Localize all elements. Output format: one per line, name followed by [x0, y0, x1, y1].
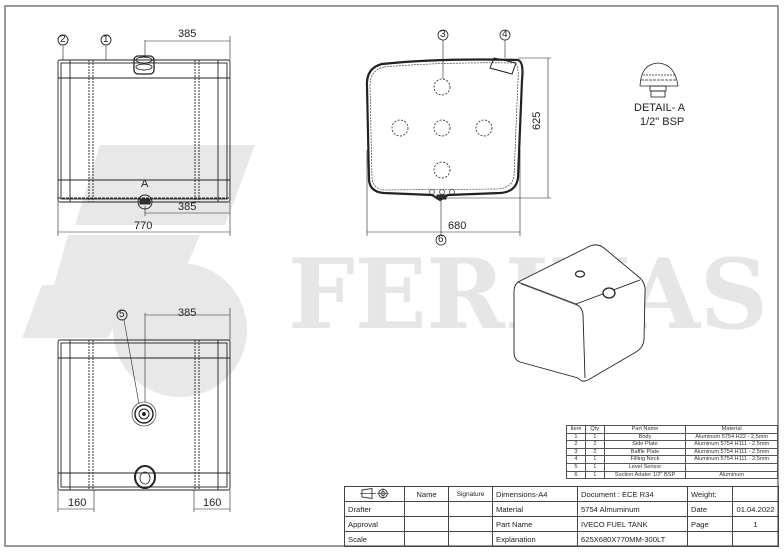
page-label: Page [687, 516, 733, 532]
name-header: Name [404, 486, 449, 502]
header-qty: Qty [584, 425, 605, 434]
signature-header: Signature [448, 486, 493, 502]
page-value: 1 [732, 516, 779, 532]
part-name-label: Part Name [492, 516, 578, 532]
callout-1: 1 [103, 34, 109, 45]
cell-item: 6 [566, 470, 586, 480]
document-label: Document : ECE R34 [577, 486, 688, 502]
scale-name [404, 531, 449, 547]
explanation-value: 625X680X770MM-300LT [577, 531, 688, 547]
cell-material: Aluminum 5754 H111 - 2,5mm [685, 447, 778, 457]
callout-5: 5 [119, 309, 125, 320]
approval-label: Approval [344, 516, 405, 532]
cell-part-name: Body [603, 432, 687, 442]
date-value: 01.04.2022 [732, 501, 779, 517]
parts-table: Item Qty Part Name Material 1 1 Body Alu… [566, 425, 778, 480]
detail-a-drawing [639, 62, 679, 98]
cell-part-name: Side Plate [603, 440, 687, 449]
cell-item: 2 [566, 440, 586, 449]
parts-table-header: Item Qty Part Name Material [566, 425, 778, 434]
cell-qty: 1 [584, 462, 605, 472]
cell-qty: 1 [584, 455, 605, 464]
callout-6: 6 [438, 234, 444, 245]
part-name-value: IVECO FUEL TANK [577, 516, 688, 532]
cell-material: Aluminum 5754 H111 - 2,5mm [685, 455, 778, 464]
title-block: Name Signature Dimensions-A4 Document : … [344, 486, 779, 547]
dim-bottom-top: 385 [178, 307, 197, 319]
isometric-view [513, 244, 646, 382]
callout-3: 3 [440, 29, 446, 40]
side-view [365, 29, 551, 246]
approval-name [404, 516, 449, 532]
header-part-name: Part Name [603, 425, 687, 434]
dim-front-top: 385 [178, 28, 197, 40]
header-item: Item [566, 425, 586, 434]
drafter-signature [448, 501, 493, 517]
cell-part-name: Baffle Plate [603, 447, 687, 457]
first-angle-projection-icon [359, 487, 389, 499]
blank-cell [732, 531, 779, 547]
cell-material: Aluminum 5754 H111 - 2,5mm [685, 440, 778, 449]
cell-qty: 2 [584, 447, 605, 457]
material-value: 5754 Almuminum [577, 501, 688, 517]
cell-item: 5 [566, 462, 586, 472]
cell-item: 1 [566, 432, 586, 442]
detail-marker-a: A [141, 178, 149, 190]
material-label: Material [492, 501, 578, 517]
cell-qty: 2 [584, 440, 605, 449]
table-row: 2 2 Side Plate Aluminum 5754 H111 - 2,5m… [566, 440, 778, 449]
dim-side-width: 680 [448, 220, 467, 232]
table-row: 5 1 Level Sensor [566, 462, 778, 472]
drafter-name [404, 501, 449, 517]
table-row: 4 1 Filling Neck Aluminum 5754 H111 - 2,… [566, 455, 778, 464]
cell-qty: 1 [584, 470, 605, 480]
cell-item: 4 [566, 455, 586, 464]
cell-material [685, 462, 778, 472]
watermark-logo [22, 145, 255, 397]
cell-item: 3 [566, 447, 586, 457]
table-row: 3 2 Baffle Plate Aluminum 5754 H111 - 2,… [566, 447, 778, 457]
explanation-label: Explanation [492, 531, 578, 547]
dim-bottom-left: 160 [68, 497, 87, 509]
detail-subtitle: 1/2" BSP [640, 116, 685, 128]
cell-material: Aluminum 5754 H22 - 2,5mm [685, 432, 778, 442]
cell-part-name: Suction Adater 1/2" BSP [603, 470, 687, 480]
header-material: Material [685, 425, 778, 434]
approval-signature [448, 516, 493, 532]
dim-side-height: 625 [531, 111, 543, 130]
callout-4: 4 [502, 29, 508, 40]
table-row: 1 1 Body Aluminum 5754 H22 - 2,5mm [566, 432, 778, 442]
cell-part-name: Level Sensor [603, 462, 687, 472]
bottom-view [57, 308, 231, 512]
callout-2: 2 [60, 34, 66, 45]
detail-title: DETAIL- A [634, 102, 686, 114]
date-label: Date [687, 501, 733, 517]
cell-part-name: Filling Neck [603, 455, 687, 464]
projection-symbol [344, 486, 405, 502]
cell-material: Aluminum [685, 470, 778, 480]
table-row: 6 1 Suction Adater 1/2" BSP Aluminum [566, 470, 778, 480]
front-view [57, 34, 231, 236]
dim-front-half: 385 [178, 201, 197, 213]
dim-bottom-right: 160 [203, 497, 222, 509]
cell-qty: 1 [584, 432, 605, 442]
scale-signature [448, 531, 493, 547]
drafter-label: Drafter [344, 501, 405, 517]
weight-value [732, 486, 779, 502]
weight-label: Weight: [687, 486, 733, 502]
dim-front-width: 770 [134, 220, 153, 232]
scale-label: Scale [344, 531, 405, 547]
blank-cell [687, 531, 733, 547]
dimensions-label: Dimensions-A4 [492, 486, 578, 502]
